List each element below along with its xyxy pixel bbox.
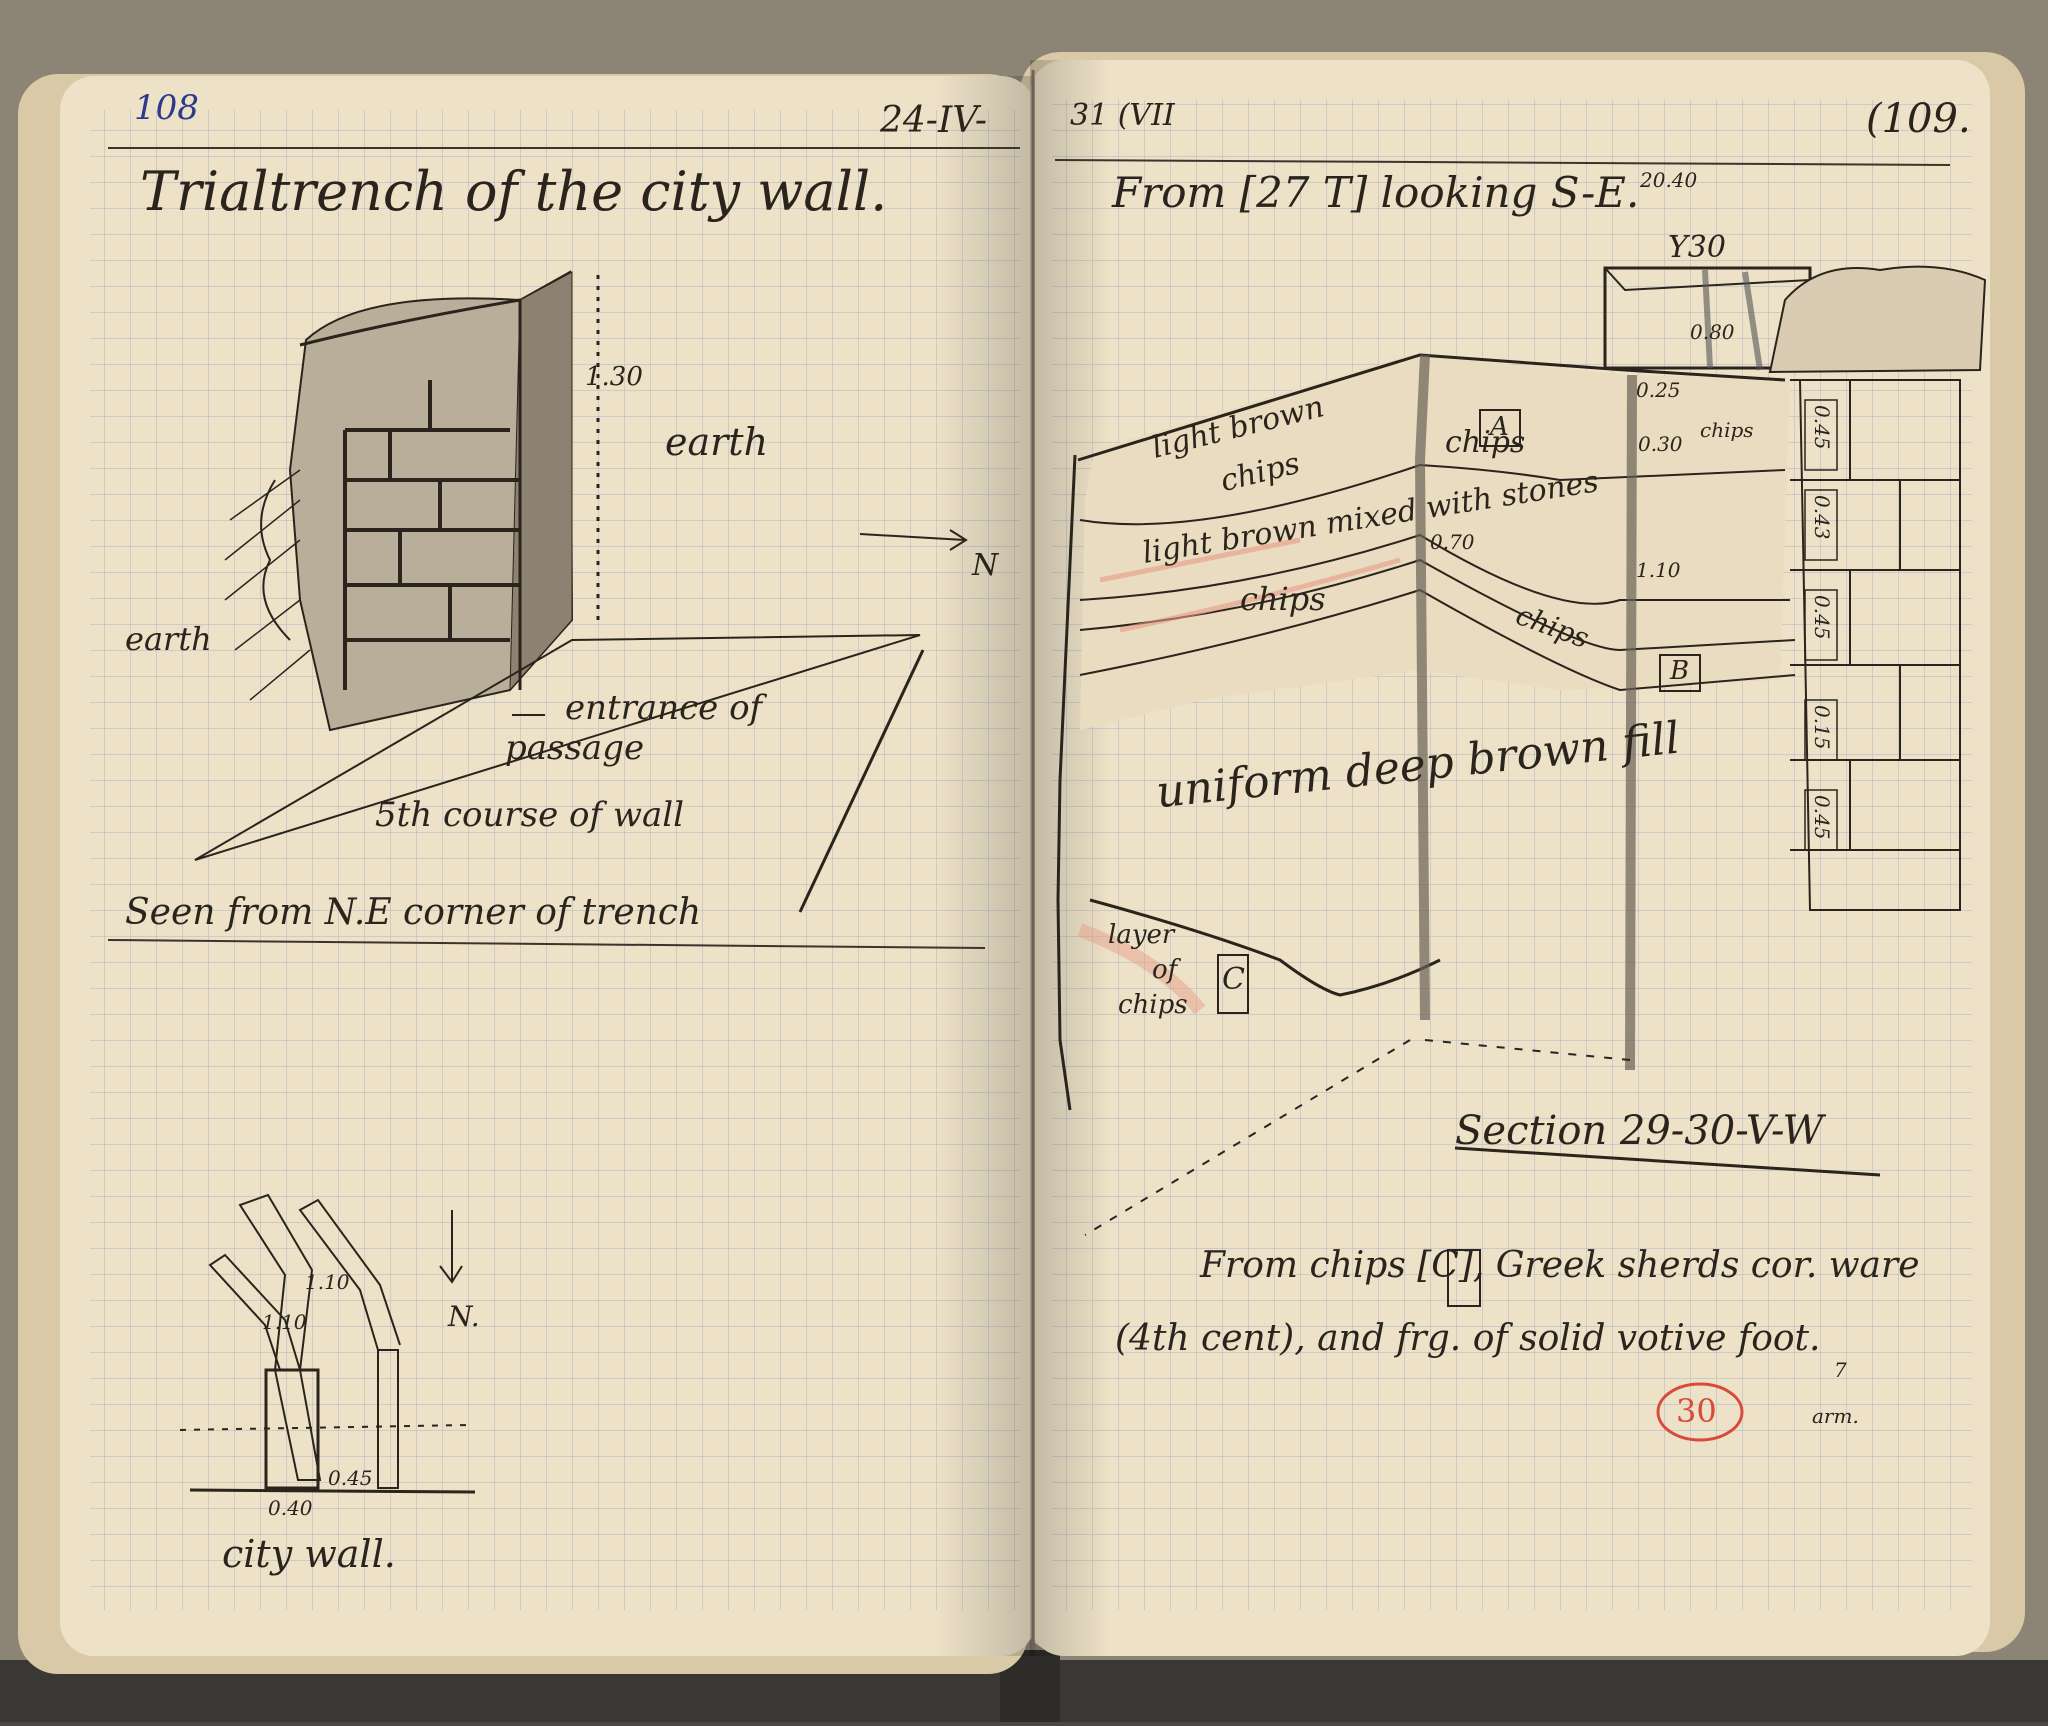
stamp-number: 30: [1676, 1392, 1717, 1430]
stamp-circle: [1656, 1382, 1744, 1442]
layer-label: layer: [1108, 920, 1175, 950]
d080-label: 0.80: [1690, 320, 1735, 344]
left-page-number: 108: [134, 88, 199, 128]
north-label: N: [972, 548, 999, 583]
marker-b: B: [1670, 656, 1690, 686]
left-page-date: 24-IV-: [880, 100, 988, 141]
entrance-label: entrance of: [565, 688, 763, 728]
height-label: 1.30: [585, 362, 643, 392]
right-page-number: (109.: [1866, 96, 1971, 142]
chips-a-label: chips: [1445, 425, 1526, 460]
find-note-line2: (4th cent), and frg. of solid votive foo…: [1115, 1318, 1821, 1359]
course-label: 5th course of wall: [375, 795, 685, 835]
plan-north-label: N.: [448, 1300, 480, 1333]
margin-note: arm.: [1812, 1404, 1859, 1428]
left-caption: Seen from N.E corner of trench: [125, 892, 702, 933]
marker-a: A: [1490, 412, 1509, 442]
section-drawing: [1056, 265, 1987, 1307]
passage-label: passage: [505, 728, 645, 768]
earth-right-label: earth: [665, 420, 769, 464]
wall-sketch: [194, 270, 968, 913]
chips-mid-label: chips: [1240, 580, 1326, 618]
right-page-heading: From [27 T] looking S-E.: [1112, 168, 1640, 217]
chips-layer-label: chips: [1118, 990, 1188, 1020]
d110-label: 1.10: [1636, 558, 1681, 582]
d030-label: 0.30: [1638, 432, 1683, 456]
top-measure: 20.40: [1640, 168, 1698, 192]
d070-label: 0.70: [1430, 530, 1475, 554]
course-dim-1: 0.45: [1810, 405, 1834, 450]
course-dim-5: 0.45: [1810, 795, 1834, 840]
plan-dim-1: 1.10: [305, 1270, 350, 1294]
d025-label: 0.25: [1636, 378, 1681, 402]
chips-right-label: chips: [1700, 418, 1754, 442]
plan-label: city wall.: [222, 1532, 396, 1576]
plan-width-right: 0.45: [328, 1466, 373, 1490]
of-label: of: [1152, 955, 1178, 985]
course-dim-3: 0.45: [1810, 595, 1834, 640]
course-dim-4: 0.15: [1810, 705, 1834, 750]
wall-plan: [179, 1193, 476, 1494]
find-note-line1: From chips [C], Greek sherds cor. ware: [1200, 1245, 1920, 1286]
left-page-heading: Trialtrench of the city wall.: [140, 160, 888, 223]
margin-note-number: 7: [1834, 1358, 1847, 1382]
plan-width-left: 0.40: [268, 1496, 313, 1520]
marker-c: C: [1222, 962, 1245, 997]
y30-label: Y30: [1668, 230, 1726, 265]
earth-left-label: earth: [125, 620, 212, 658]
right-page-date: 31 (VII: [1070, 98, 1175, 133]
section-caption: Section 29-30-V-W: [1455, 1108, 1824, 1154]
plan-dim-2: 1.10: [262, 1310, 307, 1334]
course-dim-2: 0.43: [1810, 495, 1834, 540]
